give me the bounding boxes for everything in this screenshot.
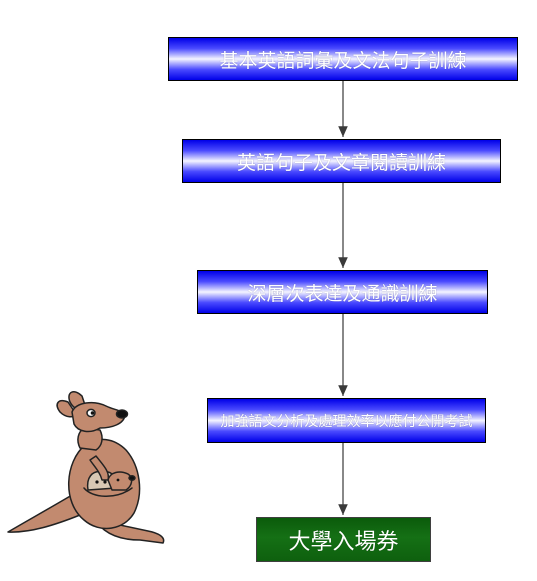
- goal-box: 大學入場券: [256, 517, 431, 562]
- step-label-4: 加強語文分析及處理效率以應付公開考試: [220, 413, 473, 430]
- goal-label: 大學入場券: [288, 529, 399, 555]
- step-label-1: 基本英語詞彙及文法句子訓練: [219, 49, 467, 72]
- step-label-3: 深層次表達及通識訓練: [247, 282, 438, 305]
- step-box-1: 基本英語詞彙及文法句子訓練: [168, 37, 518, 81]
- step-label-2: 英語句子及文章閱讀訓練: [236, 151, 446, 174]
- step-box-3: 深層次表達及通識訓練: [197, 270, 488, 314]
- step-box-2: 英語句子及文章閱讀訓練: [182, 139, 501, 183]
- step-box-4: 加強語文分析及處理效率以應付公開考試: [207, 398, 486, 443]
